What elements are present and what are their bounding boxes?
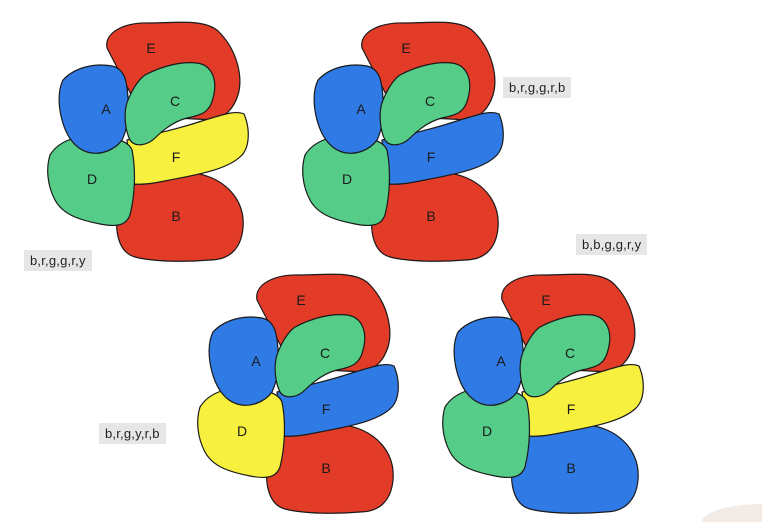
- region-a: [58, 64, 129, 154]
- region-label-e: E: [401, 40, 410, 56]
- region-label-b: B: [321, 460, 330, 476]
- region-label-f: F: [322, 401, 331, 417]
- region-label-d: D: [237, 423, 247, 439]
- region-f: [381, 111, 504, 185]
- region-label-d: D: [342, 171, 352, 187]
- region-f: [521, 363, 644, 437]
- region-label-e: E: [296, 292, 305, 308]
- region-label-b: B: [171, 208, 180, 224]
- region-label-b: B: [566, 460, 575, 476]
- coloring-label-top-left: b,r,g,g,r,y: [24, 250, 92, 271]
- region-label-f: F: [172, 149, 181, 165]
- coloring-label-bottom-right: b,b,g,g,r,y: [576, 234, 648, 255]
- region-c: [519, 314, 611, 398]
- region-label-c: C: [425, 93, 435, 109]
- region-label-a: A: [356, 101, 366, 117]
- map-bottom-left: E B F D A C: [197, 273, 399, 514]
- region-label-c: C: [565, 345, 575, 361]
- region-label-f: F: [427, 149, 436, 165]
- region-f: [276, 363, 399, 437]
- region-label-a: A: [251, 353, 261, 369]
- map-top-right: E B F D A C: [302, 21, 504, 262]
- region-c: [124, 62, 216, 146]
- region-a: [453, 316, 524, 406]
- region-label-b: B: [426, 208, 435, 224]
- region-label-e: E: [541, 292, 550, 308]
- map-bottom-right: E B F D A C: [442, 273, 644, 514]
- map-top-left: E B F D A C: [47, 21, 249, 262]
- coloring-label-top-right: b,r,g,g,r,b: [503, 77, 572, 98]
- region-label-a: A: [496, 353, 506, 369]
- region-label-d: D: [482, 423, 492, 439]
- region-label-f: F: [567, 401, 576, 417]
- region-label-c: C: [170, 93, 180, 109]
- region-f: [126, 111, 249, 185]
- region-a: [208, 316, 279, 406]
- region-c: [274, 314, 366, 398]
- region-label-a: A: [101, 101, 111, 117]
- region-label-c: C: [320, 345, 330, 361]
- region-a: [313, 64, 384, 154]
- region-c: [379, 62, 471, 146]
- region-label-e: E: [146, 40, 155, 56]
- coloring-label-bottom-left: b,r,g,y,r,b: [99, 423, 166, 444]
- region-label-d: D: [87, 171, 97, 187]
